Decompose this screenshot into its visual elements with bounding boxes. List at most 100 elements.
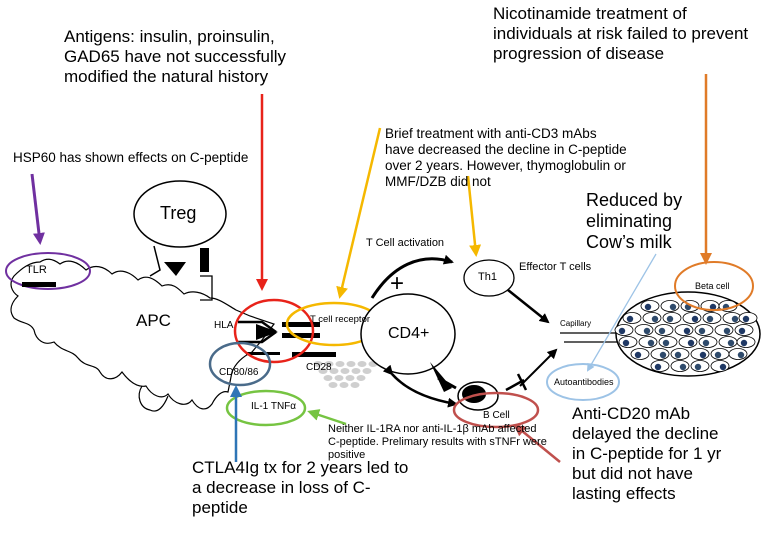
autoantibodies-oval bbox=[546, 363, 620, 401]
treg-label: Treg bbox=[160, 203, 197, 223]
islet-cell-nucleus bbox=[698, 327, 706, 335]
islet-cell-nucleus bbox=[719, 363, 727, 371]
apc-label: APC bbox=[136, 311, 171, 330]
tlr-label: TLR bbox=[26, 264, 47, 276]
islet-cell-nucleus bbox=[669, 303, 677, 311]
autoantibodies-label: Autoantibodies bbox=[554, 377, 614, 387]
cytokine-dot bbox=[335, 361, 345, 367]
islet-cell-nucleus bbox=[738, 327, 746, 335]
islet-cell-nucleus bbox=[740, 339, 748, 347]
antigens-annotation: Antigens: insulin, proinsulin, GAD65 hav… bbox=[64, 27, 287, 87]
islet-cell-nucleus bbox=[694, 363, 702, 371]
nicotinamide-annotation: Nicotinamide treatment of individuals at… bbox=[493, 4, 749, 64]
cytokine-dot bbox=[328, 382, 338, 388]
islet-cell-nucleus bbox=[643, 327, 651, 335]
islet-cell-nucleus bbox=[714, 351, 722, 359]
islet-cell-nucleus bbox=[691, 315, 699, 323]
purple-arrow bbox=[30, 173, 45, 245]
cytokine-dot bbox=[323, 375, 333, 381]
hla-wedge bbox=[256, 324, 278, 340]
cd4-bcell-arrow bbox=[382, 364, 458, 408]
green-arrow bbox=[307, 409, 347, 426]
il1-green-circle bbox=[225, 389, 307, 427]
cytokine-dot bbox=[339, 382, 349, 388]
islet-cell-nucleus bbox=[699, 351, 707, 359]
islet-cell-nucleus bbox=[622, 339, 630, 347]
treg-receptor-triangle bbox=[164, 262, 186, 276]
lightblue-arrow bbox=[586, 253, 657, 372]
capillary-label: Capillary bbox=[560, 319, 592, 328]
islet-cell-nucleus bbox=[634, 351, 642, 359]
cd28-label: CD28 bbox=[306, 362, 332, 373]
treg-receptor-bar-1 bbox=[200, 248, 209, 272]
cytokine-dot bbox=[318, 368, 328, 374]
il1-tnf-label: IL-1 TNFα bbox=[251, 401, 297, 412]
islet-cell-nucleus bbox=[626, 315, 634, 323]
islet-cell-nucleus bbox=[644, 303, 652, 311]
treg-cell bbox=[133, 180, 227, 248]
hla-label: HLA bbox=[214, 320, 234, 331]
plus-label: + bbox=[390, 270, 405, 297]
th1-to-capillary-arrow bbox=[507, 289, 550, 324]
tcr-bar-bottom bbox=[282, 333, 320, 338]
cytokine-dot bbox=[340, 368, 350, 374]
apc-protrusion bbox=[138, 385, 169, 412]
cows-milk-annotation: Reduced by eliminating Cow’s milk bbox=[586, 190, 683, 253]
effector-t-cells-label: Effector T cells bbox=[519, 261, 592, 273]
il1-annotation: Neither IL-1RA nor anti-IL-1β mAb affect… bbox=[328, 423, 547, 461]
cytokine-dot bbox=[362, 368, 372, 374]
t-cell-receptor-label: T cell receptor bbox=[310, 314, 371, 325]
islet-cell-nucleus bbox=[742, 315, 750, 323]
b-cell-label: B Cell bbox=[483, 410, 510, 421]
cytokine-dot bbox=[345, 375, 355, 381]
anti-cd20-annotation: Anti-CD20 mAb delayed the decline in C-p… bbox=[572, 404, 722, 504]
yellow-arrow-th1 bbox=[466, 175, 482, 257]
islet-cell-nucleus bbox=[731, 315, 739, 323]
cytokine-dot bbox=[350, 382, 360, 388]
cd4-bcell-wedge bbox=[430, 362, 452, 392]
t-cell-activation-label: T Cell activation bbox=[366, 237, 445, 249]
islet-cell-nucleus bbox=[727, 339, 735, 347]
islet-cell-nucleus bbox=[658, 327, 666, 335]
hsp60-annotation: HSP60 has shown effects on C-peptide bbox=[13, 150, 249, 165]
islet-cells bbox=[614, 300, 758, 372]
islet-cell-nucleus bbox=[709, 303, 717, 311]
islet-cell-nucleus bbox=[683, 327, 691, 335]
cd4-bcell-bar bbox=[437, 376, 457, 390]
yellow-arrow-left bbox=[336, 127, 382, 299]
cd80-bar bbox=[246, 352, 280, 355]
b-cell-red-circle bbox=[452, 391, 540, 429]
th1-cell bbox=[463, 259, 515, 297]
hla-bracket-top bbox=[238, 320, 277, 334]
cd28-bar bbox=[292, 352, 336, 357]
islet-cell-nucleus bbox=[706, 315, 714, 323]
cytokine-dot bbox=[351, 368, 361, 374]
islet-cell-nucleus bbox=[662, 339, 670, 347]
islet-cell-nucleus bbox=[666, 315, 674, 323]
cytokine-dots bbox=[313, 361, 378, 388]
islet-cell-nucleus bbox=[679, 363, 687, 371]
darkred-arrow bbox=[513, 424, 561, 463]
cd4-label: CD4+ bbox=[388, 325, 430, 342]
tlr-oval bbox=[5, 252, 91, 290]
activation-arrow bbox=[370, 254, 454, 299]
islet-cell-nucleus bbox=[618, 327, 626, 335]
islet-cell-nucleus bbox=[654, 363, 662, 371]
antibody-marker bbox=[505, 373, 528, 392]
cytokine-dot bbox=[334, 375, 344, 381]
islet-cell-nucleus bbox=[674, 351, 682, 359]
tlr-receptor-bar bbox=[22, 282, 56, 287]
cytokine-dot bbox=[324, 361, 334, 367]
cd80-86-label: CD80/86 bbox=[219, 367, 259, 378]
cytokine-dot bbox=[313, 361, 323, 367]
islet-cell-nucleus bbox=[723, 327, 731, 335]
hla-bracket-bottom bbox=[238, 330, 277, 344]
islet-cell-nucleus bbox=[737, 351, 745, 359]
anti-cd3-annotation: Brief treatment with anti-CD3 mAbs have … bbox=[385, 126, 627, 189]
cytokine-dot bbox=[329, 368, 339, 374]
cytokine-dot bbox=[357, 361, 367, 367]
cytokine-dot bbox=[356, 375, 366, 381]
hla-red-circle bbox=[233, 298, 315, 364]
